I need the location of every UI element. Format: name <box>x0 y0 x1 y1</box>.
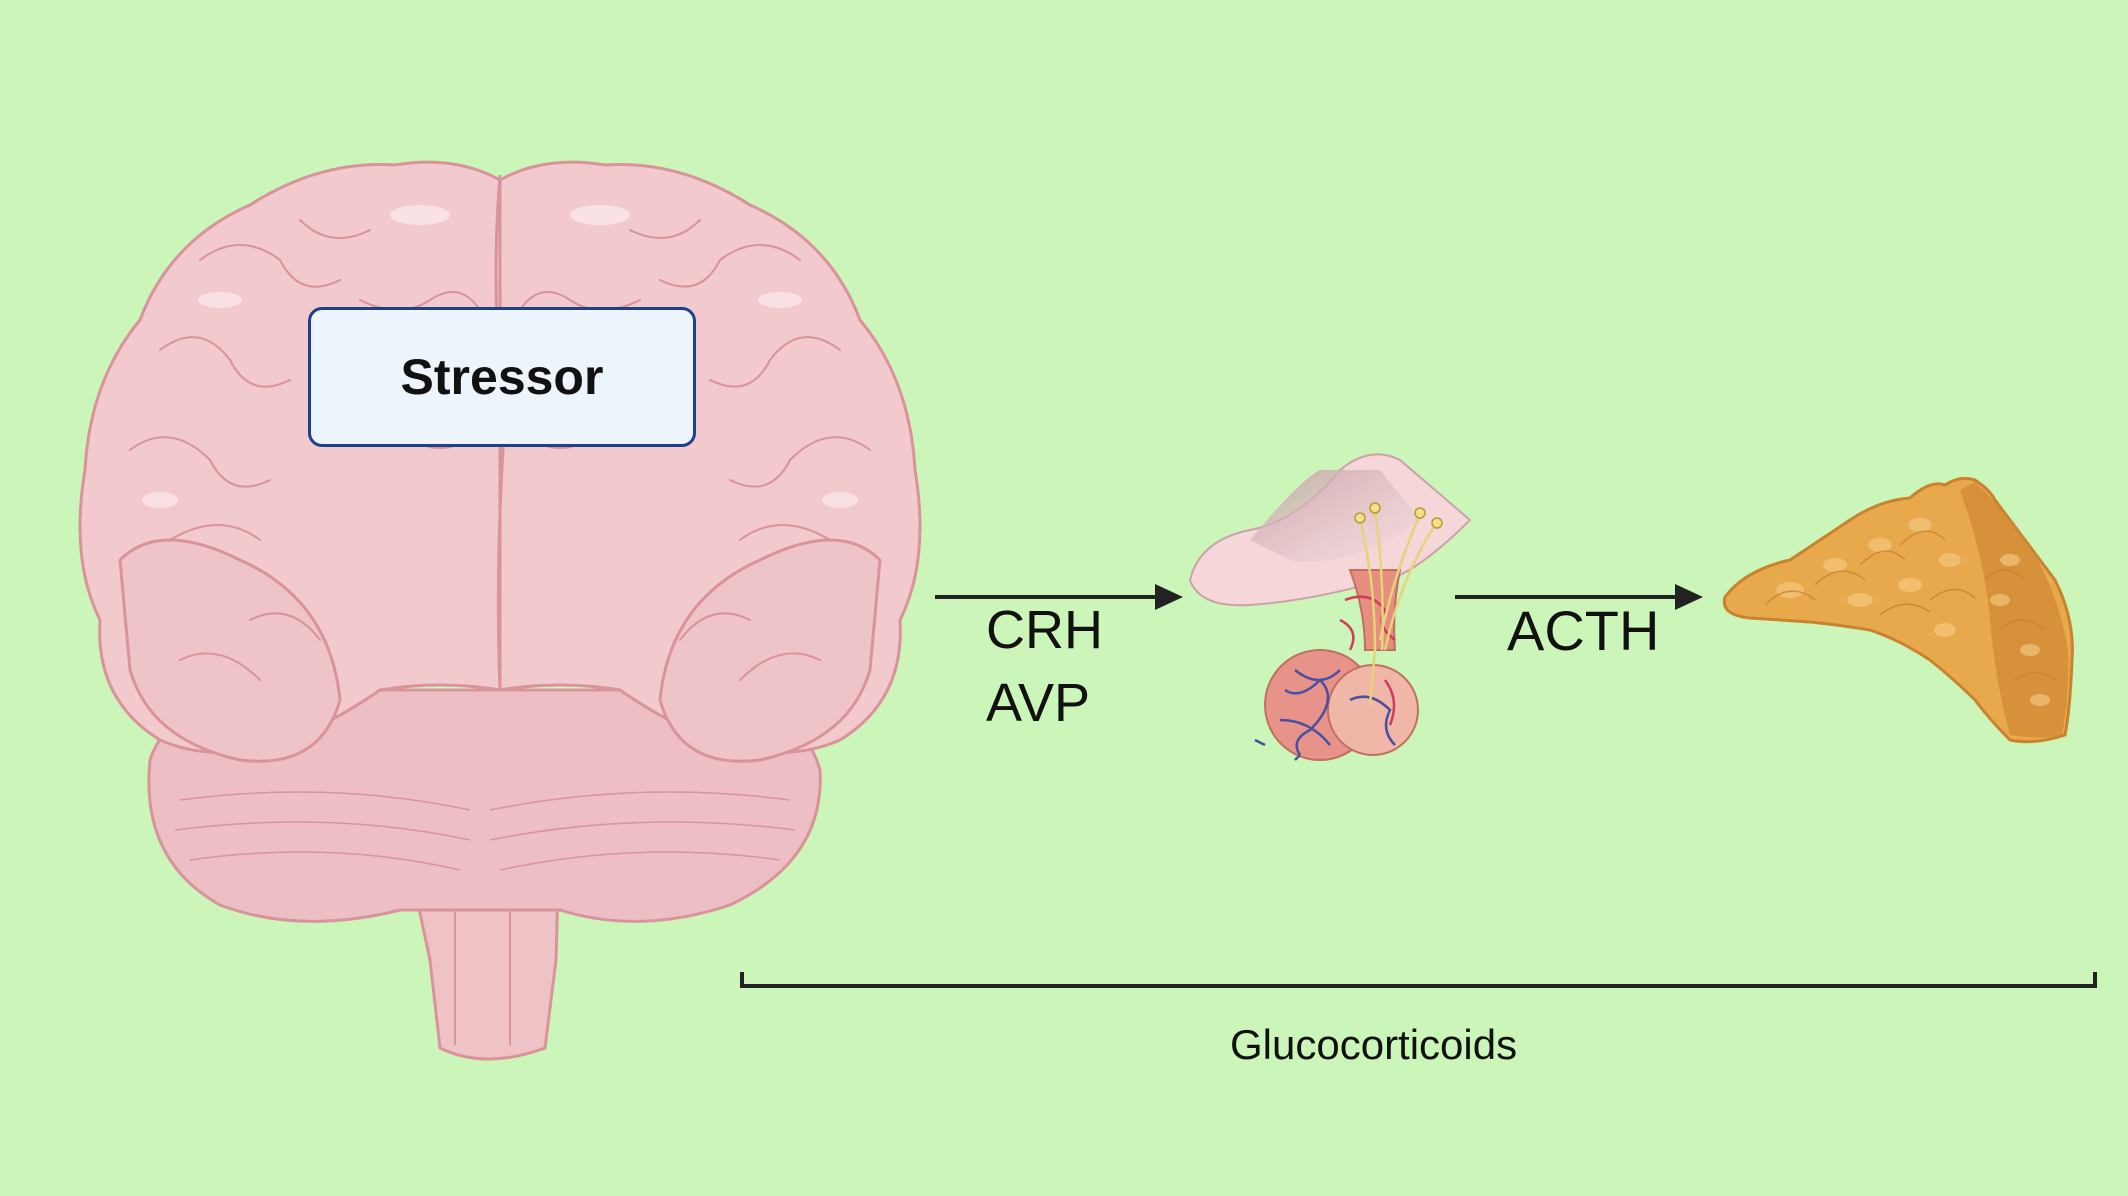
label-glucocorticoids: Glucocorticoids <box>1230 1021 1518 1068</box>
stressor-label: Stressor <box>400 349 604 405</box>
label-acth: ACTH <box>1507 599 1660 662</box>
label-crh: CRH <box>986 600 1103 660</box>
arrow-pituitary-to-adrenal <box>1455 584 1703 610</box>
arrow-brain-to-pituitary <box>935 584 1183 610</box>
stressor-box: Stressor <box>308 307 696 447</box>
feedback-bracket <box>740 972 2097 988</box>
label-avp: AVP <box>986 673 1091 733</box>
